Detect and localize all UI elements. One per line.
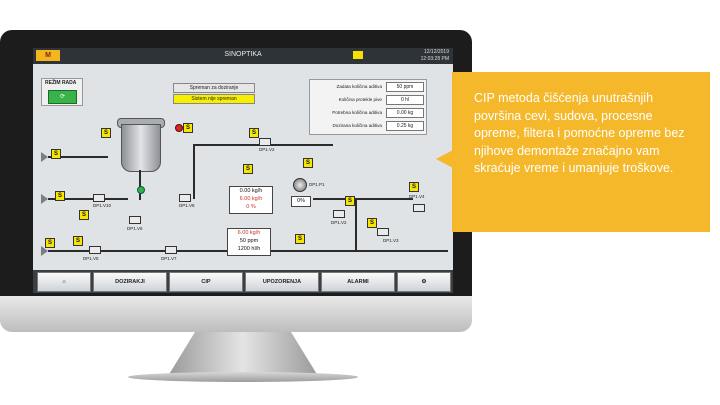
parameter-panel: Zadata količina aditiva 50 ppm Količina … [309,79,427,135]
s-badge[interactable]: S [409,182,419,192]
valve-label: DP1.V7 [161,256,177,261]
valve[interactable] [129,216,141,224]
system-status: Sistem nije spreman [173,94,255,104]
monitor-stand [168,332,318,376]
s-badge[interactable]: S [55,191,65,201]
valve-label: DP1.V5 [83,256,99,261]
mode-label: REŽIM RADA [45,80,77,86]
nav-dozirakji[interactable]: DOZIRAKJI [93,272,167,292]
screen-title: SINOPTIKA [224,51,262,58]
company-logo: M [36,50,60,61]
mode-button[interactable]: ⟳ [48,90,77,104]
dosing-tank[interactable] [121,124,161,172]
s-badge[interactable]: S [101,128,111,138]
info-callout: CIP metoda čišćenja unutrašnjih površina… [452,72,710,232]
gear-icon: ⚙ [421,279,427,285]
status-indicator [353,51,363,59]
param-value[interactable]: 0 hl [386,95,424,105]
monitor-base [128,372,358,382]
home-button[interactable]: ⌂ [37,272,91,292]
pipe [313,198,413,200]
callout-text: CIP metoda čišćenja unutrašnjih površina… [474,91,685,175]
valve-label: DP1.V6 [127,226,143,231]
valve-label: DP1.V8 [179,203,195,208]
s-badge[interactable]: S [295,234,305,244]
param-row: Zadata količina aditiva 50 ppm [312,82,424,92]
home-icon: ⌂ [62,279,66,285]
param-row: Količina protekle pive 0 hl [312,95,424,105]
s-badge[interactable]: S [73,236,83,246]
pipe [139,170,141,200]
inlet-arrow [41,194,48,204]
valve-label: DP1.V10 [93,203,112,208]
param-value[interactable]: 50 ppm [386,82,424,92]
dosing-pump[interactable] [293,178,307,192]
date-text: 12/12/2019 [423,49,449,55]
hmi-screen: M SINOPTIKA 12/12/2019 12:03:28 PM REŽIM… [33,48,453,293]
valve[interactable] [165,246,177,254]
flow-readout: 0.00 kg/h 6.00 kg/h 0 % [229,186,273,214]
s-badge[interactable]: S [345,196,355,206]
pump-percent: 0% [291,196,311,207]
pipe [193,144,195,199]
s-badge[interactable]: S [183,123,193,133]
settings-button[interactable]: ⚙ [397,272,451,292]
s-badge[interactable]: S [45,238,55,248]
param-row: Potrebna količina aditiva 0.00 kg [312,108,424,118]
s-badge[interactable]: S [243,164,253,174]
sensor-red [175,124,183,132]
valve-label: DP1.V2 [331,220,347,225]
s-badge[interactable]: S [79,210,89,220]
valve-label: DP1.V4 [409,194,425,199]
valve[interactable] [93,194,105,202]
nav-upozorenja[interactable]: UPOZORENJA [245,272,319,292]
dosing-readout: 6.00 kg/h 50 ppm 1200 hl/h [227,228,271,256]
pipe [48,156,108,158]
s-badge[interactable]: S [51,149,61,159]
pipe [48,198,128,200]
title-bar: M SINOPTIKA 12/12/2019 12:03:28 PM [33,48,453,64]
valve[interactable] [259,138,271,146]
param-row: Dozirana količina aditiva 0.25 kg [312,121,424,131]
param-value[interactable]: 0.00 kg [386,108,424,118]
s-badge[interactable]: S [367,218,377,228]
valve[interactable] [179,194,191,202]
valve[interactable] [377,228,389,236]
valve[interactable] [333,210,345,218]
monitor-chin [0,296,472,332]
param-value[interactable]: 0.25 kg [386,121,424,131]
mode-panel: REŽIM RADA ⟳ [41,78,83,106]
valve[interactable] [89,246,101,254]
valve[interactable] [413,204,425,212]
time-text: 12:03:28 PM [420,56,449,62]
s-badge[interactable]: S [303,158,313,168]
nav-cip[interactable]: CIP [169,272,243,292]
s-badge[interactable]: S [249,128,259,138]
inlet-arrow [41,152,48,162]
bottom-nav: ⌂ DOZIRAKJI CIP UPOZORENJA ALARMI ⚙ [33,270,453,293]
datetime: 12/12/2019 12:03:28 PM [399,49,449,63]
valve-label: DP1.V3 [383,238,399,243]
pipe [355,198,357,250]
nav-alarmi[interactable]: ALARMI [321,272,395,292]
callout-tail [436,150,453,168]
ready-status: Spreman za doziranje [173,83,255,93]
pump-label: DP1.P1 [309,182,325,187]
sensor-green [137,186,145,194]
inlet-arrow [41,246,48,256]
valve-label: DP1.V2 [259,147,275,152]
